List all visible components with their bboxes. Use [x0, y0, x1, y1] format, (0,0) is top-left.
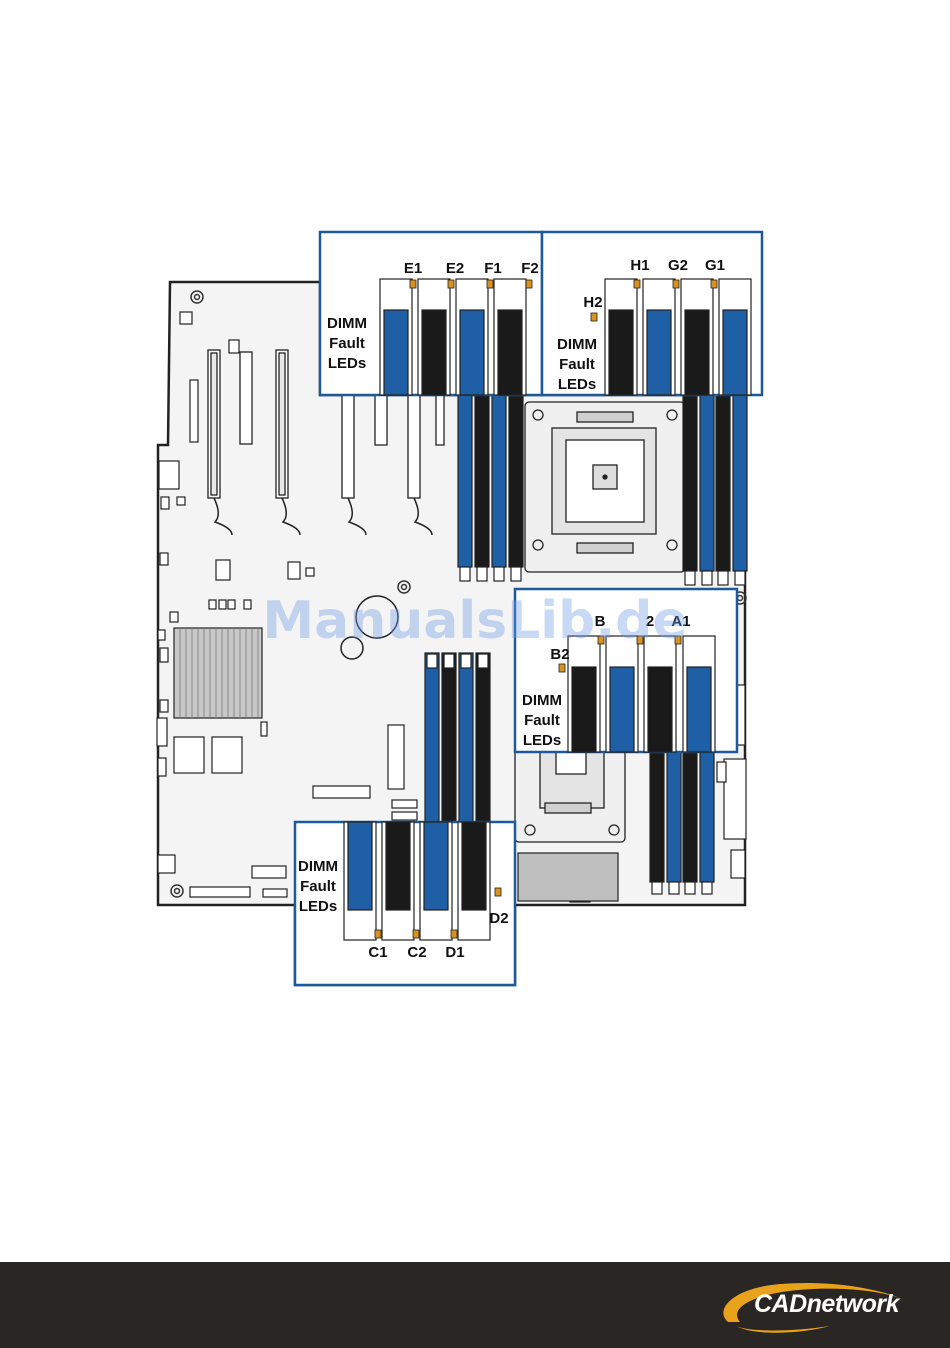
led-label-line3: LEDs: [558, 376, 596, 393]
led-label-line1: DIMM: [557, 336, 597, 353]
cadnetwork-logo: CADnetwork: [710, 1278, 920, 1336]
slot-label-f1: F1: [484, 260, 502, 277]
footer-bar: CADnetwork: [0, 1262, 950, 1348]
callout-ef: E1 E2 F1 F2 DIMM Fault LEDs: [320, 232, 542, 395]
watermark: ManualsLib.de: [262, 591, 687, 651]
callout-cd: C1 C2 D1 D2 DIMM Fault LEDs: [295, 822, 515, 985]
slot-label-f2: F2: [521, 260, 539, 277]
led-label-line1: DIMM: [298, 858, 338, 875]
led-label-line3: LEDs: [523, 732, 561, 749]
cpu-socket-2: [515, 748, 625, 842]
cpu-socket-1: [525, 402, 685, 572]
led-label-line2: Fault: [329, 335, 365, 352]
led-label-line2: Fault: [524, 712, 560, 729]
slot-label-e1: E1: [404, 260, 422, 277]
slot-label-c2: C2: [407, 944, 426, 961]
led-label-line3: LEDs: [299, 898, 337, 915]
slot-label-d2: D2: [489, 910, 508, 927]
logo-text: CADnetwork: [754, 1290, 899, 1319]
slot-label-d1: D1: [445, 944, 464, 961]
led-label-line1: DIMM: [522, 692, 562, 709]
slot-label-c1: C1: [368, 944, 387, 961]
led-label-line3: LEDs: [328, 355, 366, 372]
led-label-line1: DIMM: [327, 315, 367, 332]
led-label-line2: Fault: [300, 878, 336, 895]
slot-label-h1: H1: [630, 257, 649, 274]
slot-label-h2: H2: [583, 294, 602, 311]
slot-label-e2: E2: [446, 260, 464, 277]
heatsink: [174, 628, 262, 718]
slot-label-g2: G2: [668, 257, 688, 274]
callout-gh: H1 G2 G1 H2 DIMM Fault LEDs: [542, 232, 762, 395]
led-label-line2: Fault: [559, 356, 595, 373]
slot-label-g1: G1: [705, 257, 725, 274]
